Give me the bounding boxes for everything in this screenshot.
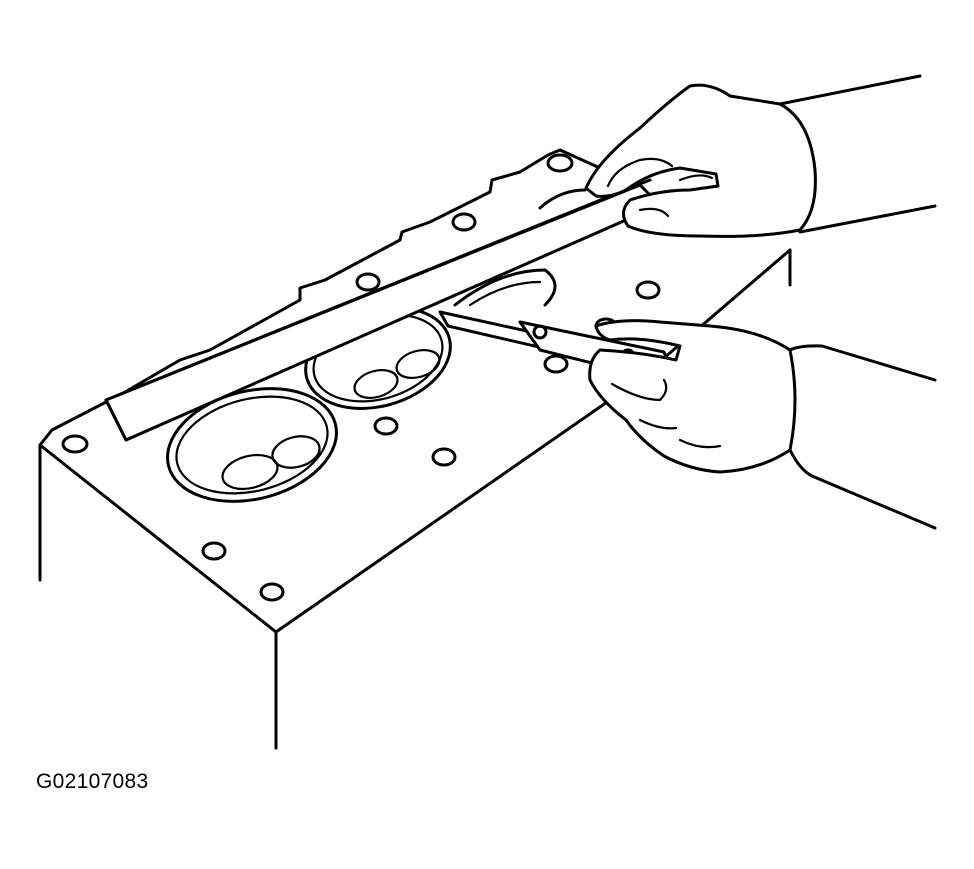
straight-edge-body [104, 183, 662, 442]
bolt-hole [635, 280, 661, 300]
straight-edge-end [104, 398, 128, 442]
straight-edge-top-line [114, 178, 652, 398]
combustion-chamber-4 [538, 188, 587, 210]
upper-hand [584, 74, 937, 238]
bolt-hole [546, 153, 574, 173]
bolt-hole [451, 212, 477, 232]
upper-sleeve [778, 74, 937, 234]
bolt-hole [201, 541, 227, 561]
bolt-hole [355, 272, 381, 292]
combustion-chamber-3 [453, 268, 557, 307]
bolt-hole [61, 434, 89, 454]
cylinder-head-back-edge [106, 148, 602, 404]
bolt-hole [543, 354, 569, 374]
bolt-hole [259, 582, 285, 602]
cylinder-head-deck-right-edge [648, 248, 792, 372]
bolt-hole [431, 447, 457, 467]
upper-hand-outline [584, 83, 817, 238]
lower-hand [588, 319, 937, 530]
bolt-hole [373, 416, 399, 436]
straight-edge [104, 178, 662, 442]
lower-sleeve [788, 344, 937, 530]
figure-code-label: G02107083 [36, 770, 149, 793]
lower-hand-outline [588, 319, 797, 474]
combustion-chamber-1 [166, 387, 338, 503]
